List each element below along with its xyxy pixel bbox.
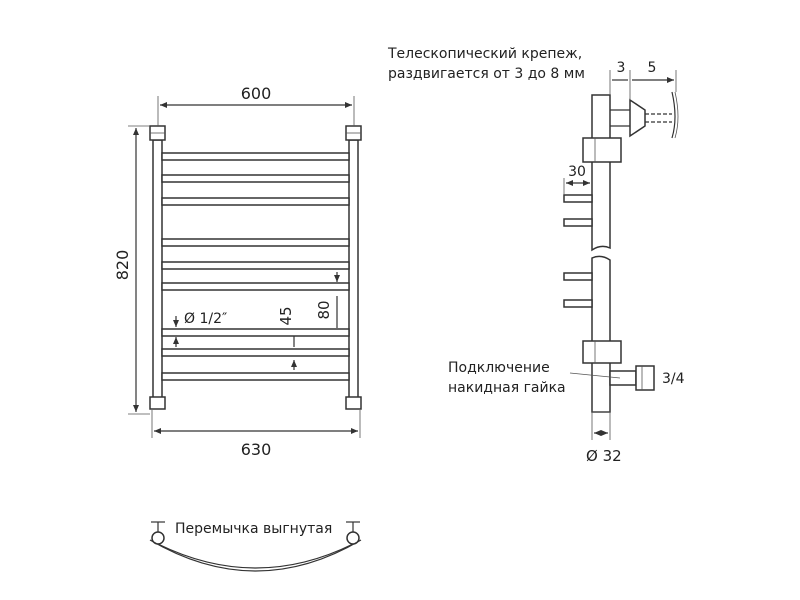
connection-line1: Подключение — [448, 360, 550, 376]
width-600-label: 600 — [241, 84, 272, 103]
dim-30-label: 30 — [568, 164, 586, 180]
mount-note-line2: раздвигается от 3 до 8 мм — [388, 66, 585, 82]
union-nut-connection — [609, 365, 655, 391]
pipe-diameter-label: Ø 1/2″ — [184, 311, 227, 327]
upper-bracket — [582, 137, 622, 163]
rungs — [161, 152, 350, 381]
gap-80-label: 80 — [315, 300, 333, 319]
left-collector — [152, 139, 163, 403]
gap-45-label: 45 — [277, 306, 295, 325]
dim-5-label: 5 — [648, 60, 657, 76]
mount-note-line1: Телескопический крепеж, — [387, 46, 582, 62]
telescopic-mount — [610, 91, 679, 139]
lower-bracket — [582, 340, 622, 364]
cap-bottom-left — [149, 396, 166, 410]
front-view: 600 630 820 Ø 1/2″ 45 80 — [113, 84, 362, 459]
tube-diameter-label: Ø 32 — [586, 447, 622, 465]
side-view: Телескопический крепеж, раздвигается от … — [387, 46, 685, 465]
width-630-label: 630 — [241, 440, 272, 459]
curved-jumper: Перемычка выгнутая — [149, 521, 362, 572]
jumper-label: Перемычка выгнутая — [175, 521, 332, 537]
connection-line2: накидная гайка — [448, 380, 566, 396]
cap-bottom-right — [345, 396, 362, 410]
right-collector — [348, 139, 359, 403]
dim-3-label: 3 — [617, 60, 626, 76]
height-820-label: 820 — [113, 250, 132, 281]
thread-3-4-label: 3/4 — [662, 371, 685, 387]
